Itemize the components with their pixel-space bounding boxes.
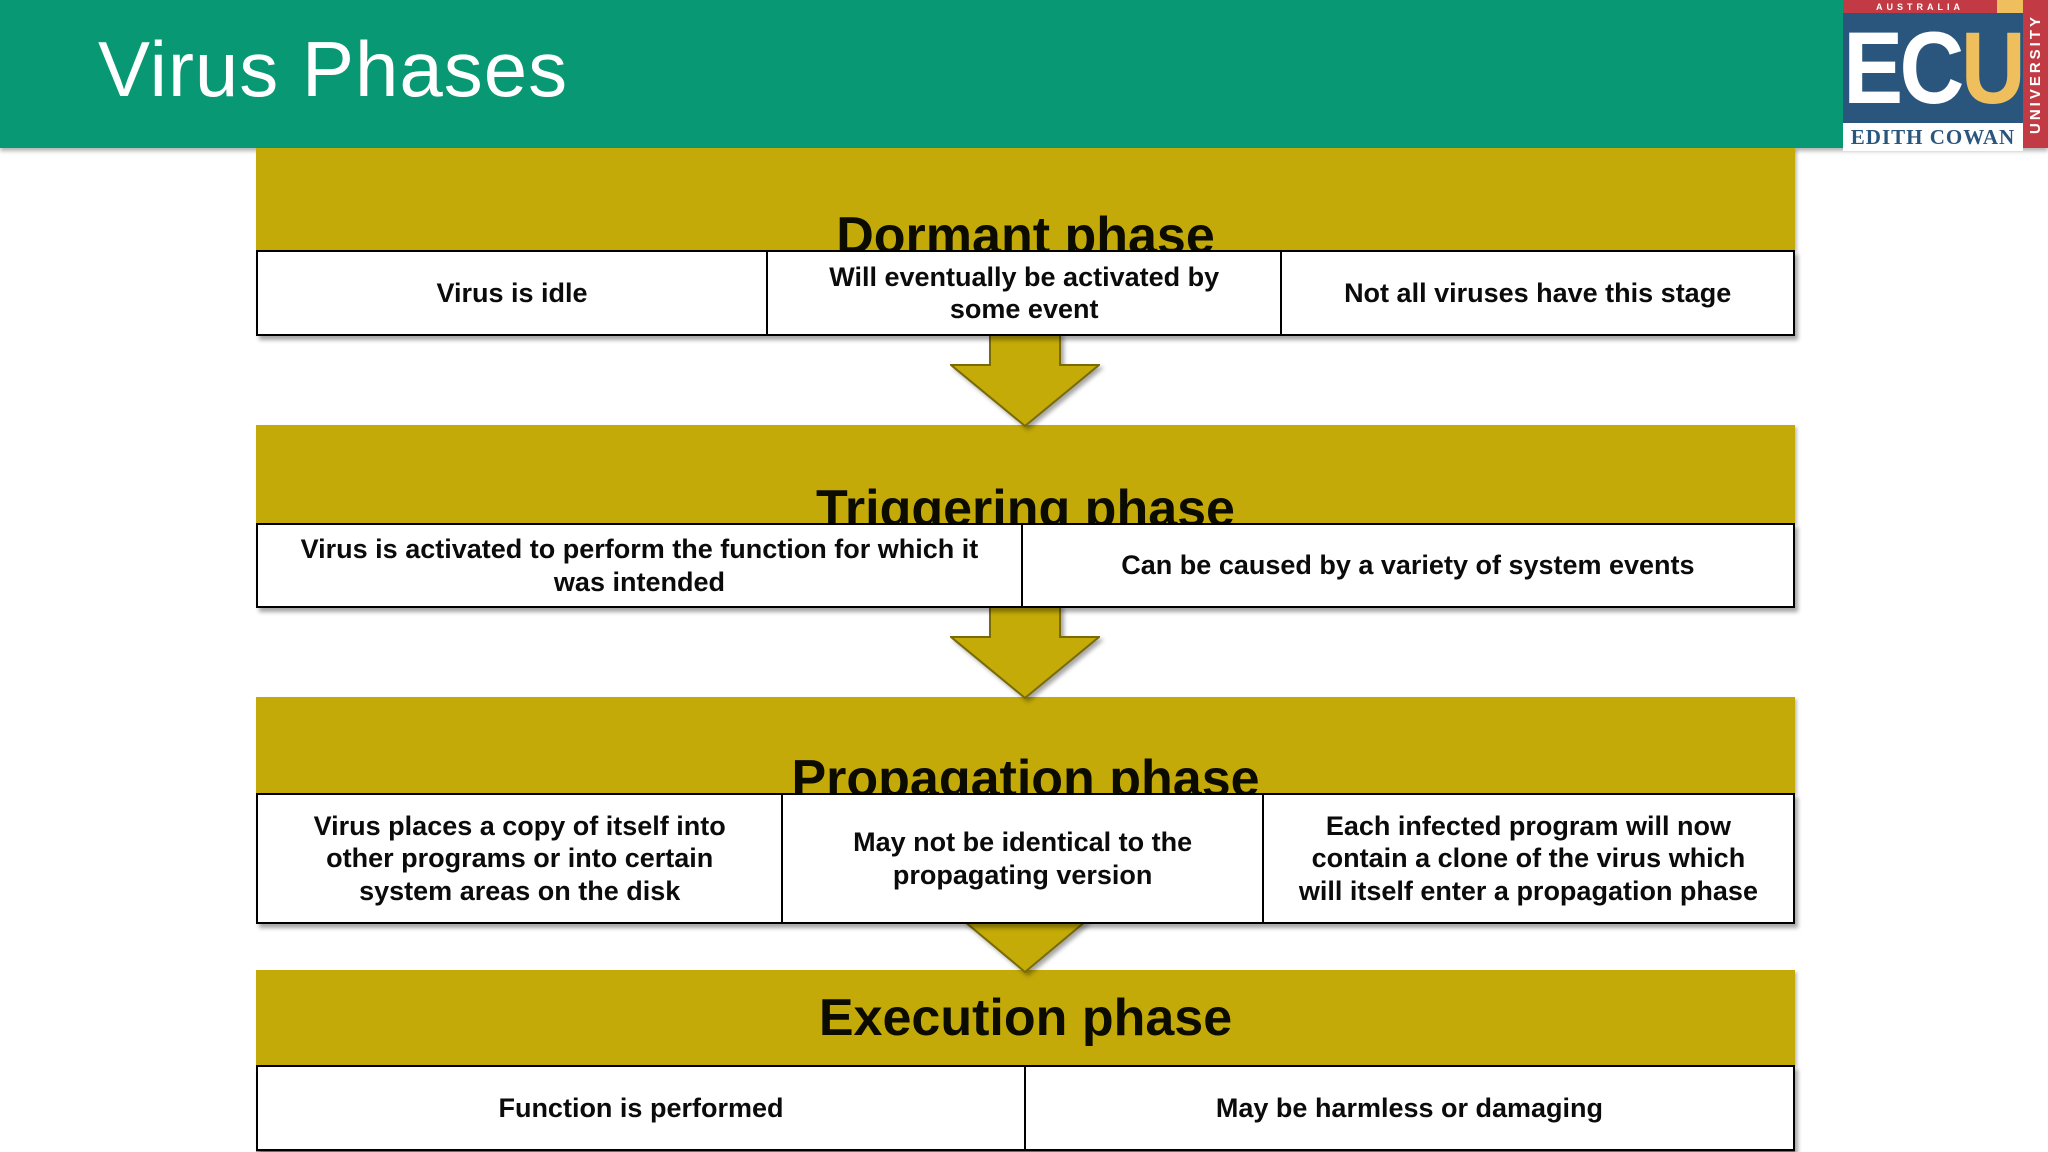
down-arrow-icon-1 xyxy=(950,332,1100,428)
virus-phases-diagram: Dormant phase Virus is idle Will eventua… xyxy=(256,148,1795,1152)
execution-cell-2: May be harmless or damaging xyxy=(1023,1067,1793,1149)
execution-cell-1: Function is performed xyxy=(498,1092,784,1123)
phase-row-dormant: Virus is idle Will eventually be activat… xyxy=(256,250,1795,336)
triggering-cell-2: Can be caused by a variety of system eve… xyxy=(1020,525,1793,606)
page-title: Virus Phases xyxy=(98,24,569,113)
phase-header-triggering: Triggering phase xyxy=(256,425,1795,523)
logo-edith-cowan-label: EDITH COWAN xyxy=(1843,123,2023,151)
phase-title-propagation: Propagation phase xyxy=(791,750,1260,793)
propagation-cell-2: May not be identical to the propagating … xyxy=(781,795,1261,922)
phase-title-dormant: Dormant phase xyxy=(836,207,1215,250)
ecu-logo: AUSTRALIA ECU EDITH COWAN UNIVERSITY xyxy=(1843,0,2048,151)
phase-title-execution: Execution phase xyxy=(818,988,1233,1047)
logo-university-label: UNIVERSITY xyxy=(2023,0,2048,148)
dormant-cell-3: Not all viruses have this stage xyxy=(1280,252,1793,334)
header-bar: Virus Phases xyxy=(0,0,2048,148)
phase-header-execution: Execution phase xyxy=(256,970,1795,1065)
logo-australia-label: AUSTRALIA xyxy=(1876,1,1964,12)
logo-ecu-letters: ECU xyxy=(1843,13,2023,123)
dormant-cell-1: Virus is idle xyxy=(436,277,588,308)
phase-header-dormant: Dormant phase xyxy=(256,148,1795,250)
propagation-cell-3: Each infected program will now contain a… xyxy=(1261,795,1793,922)
phase-row-propagation: Virus places a copy of itself into other… xyxy=(256,793,1795,924)
phase-header-propagation: Propagation phase xyxy=(256,697,1795,793)
down-arrow-icon-3 xyxy=(961,920,1089,974)
logo-ecu-mark: ECU xyxy=(1843,13,2023,123)
triggering-cell-1: Virus is activated to perform the functi… xyxy=(300,534,979,597)
phase-row-execution: Function is performed May be harmless or… xyxy=(256,1065,1795,1151)
propagation-cell-1: Virus places a copy of itself into other… xyxy=(313,810,726,906)
phase-row-triggering: Virus is activated to perform the functi… xyxy=(256,523,1795,608)
down-arrow-icon-2 xyxy=(950,604,1100,700)
logo-australia-bar: AUSTRALIA xyxy=(1843,0,1997,13)
dormant-cell-2: Will eventually be activated by some eve… xyxy=(766,252,1280,334)
phase-title-triggering: Triggering phase xyxy=(816,480,1235,523)
